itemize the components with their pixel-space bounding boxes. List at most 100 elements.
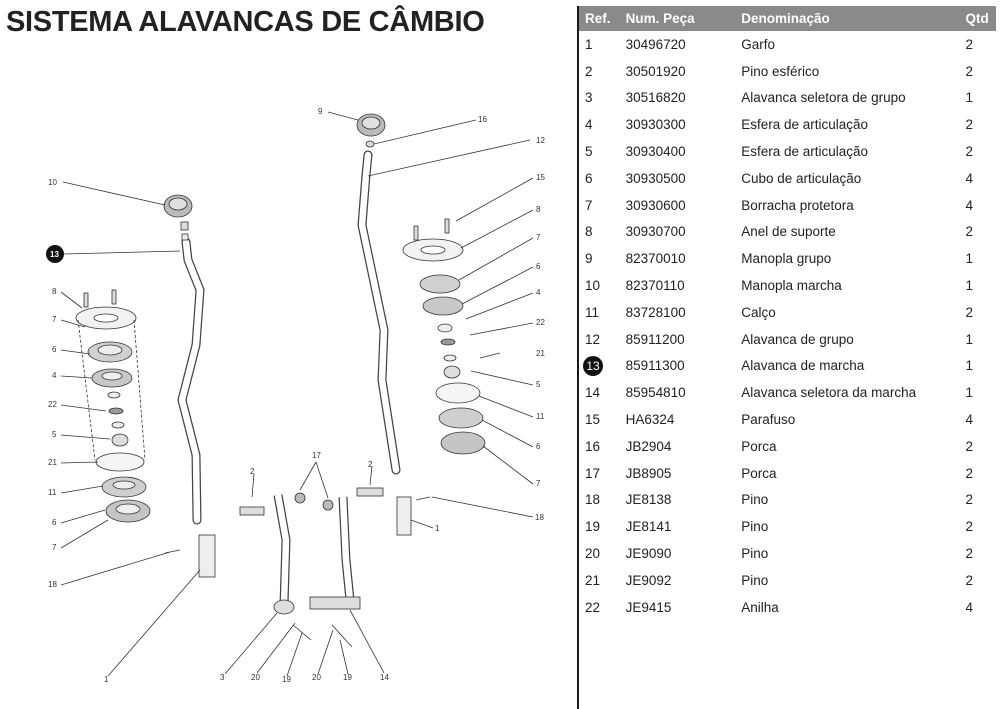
exploded-view-diagram: 10 13 8 7 6 4 22 5 21 11 6 7 18 1 9 16 1… <box>46 107 545 684</box>
callout-label: 15 <box>536 173 545 182</box>
callout-label: 14 <box>380 673 389 682</box>
cell-ref: 6 <box>585 170 593 186</box>
callout-label-highlighted: 13 <box>50 250 59 259</box>
cell-name: Pino <box>741 519 769 535</box>
cell-part-number: 30501920 <box>625 63 686 79</box>
cell-part-number: 85911300 <box>625 358 685 374</box>
cell-part-number: 82370110 <box>625 278 685 294</box>
callout-label: 1 <box>104 675 109 684</box>
cell-name: Alavanca seletora de grupo <box>741 90 906 106</box>
cell-ref: 13 <box>579 353 620 380</box>
cell-name: Cubo de articulação <box>741 170 862 186</box>
cell-name: Garfo <box>741 36 775 52</box>
cell-part-number: JE9415 <box>625 599 672 615</box>
table-row: 9 82370010 Manopla grupo 1 <box>579 245 996 272</box>
callout-label: 8 <box>536 205 541 214</box>
callout-13-highlight <box>46 245 64 263</box>
cell-name: Manopla grupo <box>741 251 832 267</box>
cell-ref: 19 <box>585 519 601 535</box>
fork-right <box>396 496 412 536</box>
cell-name: Porca <box>741 465 777 481</box>
cell-ref: 2 <box>585 63 593 79</box>
callout-label: 1 <box>435 524 440 533</box>
callout-label: 7 <box>536 233 541 242</box>
cell-part-number: 82370010 <box>625 251 686 267</box>
cell-name: Alavanca de marcha <box>741 358 865 374</box>
cell-name: Pino <box>741 492 769 508</box>
cell-part-number: JE8138 <box>625 492 672 508</box>
cell-ref: 4 <box>585 117 593 133</box>
callout-label: 9 <box>318 107 323 116</box>
ref-badge: 13 <box>583 355 603 376</box>
callout-label: 18 <box>48 580 57 589</box>
header-ref: Ref. <box>585 11 611 26</box>
cell-part-number: 30930400 <box>625 144 686 160</box>
cell-ref: 9 <box>585 251 593 267</box>
cell-part-number: JE8141 <box>625 519 672 535</box>
cell-qty: 2 <box>965 492 973 508</box>
cell-part-number: JB2904 <box>625 438 672 454</box>
cell-part-number: HA6324 <box>625 412 675 428</box>
header-qty: Qtd <box>965 11 989 26</box>
cell-name: Porca <box>741 438 777 454</box>
cell-ref: 20 <box>585 546 601 562</box>
cell-part-number: 30930500 <box>625 170 686 186</box>
cell-name: Alavanca de grupo <box>741 331 854 347</box>
cell-name: Manopla marcha <box>741 278 842 294</box>
callout-label: 11 <box>536 412 545 421</box>
cell-qty: 4 <box>965 599 973 615</box>
cell-qty: 1 <box>965 385 973 401</box>
cell-ref: 22 <box>585 599 601 615</box>
cell-ref: 11 <box>585 304 600 320</box>
cell-qty: 1 <box>965 251 973 267</box>
cell-ref: 14 <box>585 385 601 401</box>
cell-ref: 18 <box>585 492 601 508</box>
cell-qty: 1 <box>965 278 973 294</box>
callout-label: 19 <box>282 675 291 684</box>
cell-part-number: 30930600 <box>625 197 686 213</box>
cell-qty: 2 <box>965 519 973 535</box>
cell-part-number: 30930300 <box>625 117 686 133</box>
cell-qty: 2 <box>965 144 973 160</box>
cell-part-number: 30516820 <box>625 90 686 106</box>
callout-label: 5 <box>536 380 541 389</box>
cell-qty: 2 <box>965 546 973 562</box>
callout-label: 22 <box>48 400 57 409</box>
cell-qty: 2 <box>965 36 973 52</box>
callout-label: 3 <box>220 673 225 682</box>
cell-name: Pino <box>741 546 769 562</box>
cell-qty: 2 <box>965 63 973 79</box>
header-name: Denominação <box>741 11 830 26</box>
callout-label: 6 <box>52 345 57 354</box>
cell-part-number: 30496720 <box>625 36 686 52</box>
callout-label: 6 <box>536 262 541 271</box>
cell-qty: 2 <box>965 572 973 588</box>
cell-part-number: 30930700 <box>625 224 686 240</box>
parts-table: Ref. Num. Peça Denominação Qtd 1 30496720… <box>579 6 996 621</box>
callout-label: 19 <box>343 673 352 682</box>
cell-qty: 4 <box>965 170 973 186</box>
callout-label: 7 <box>52 543 57 552</box>
callout-label: 21 <box>48 458 57 467</box>
header-part-number: Num. Peça <box>625 11 695 26</box>
cell-part-number: JB8905 <box>625 465 672 481</box>
cell-ref: 8 <box>585 224 593 240</box>
cell-ref: 15 <box>585 412 601 428</box>
cell-name: Borracha protetora <box>741 197 854 213</box>
cell-ref: 17 <box>585 465 601 481</box>
cell-qty: 4 <box>965 197 973 213</box>
cell-qty: 1 <box>965 90 973 106</box>
callout-label: 2 <box>250 467 255 476</box>
callout-label: 7 <box>52 315 57 324</box>
cell-name: Pino <box>741 572 769 588</box>
cell-ref: 12 <box>585 331 601 347</box>
cell-qty: 1 <box>965 331 973 347</box>
